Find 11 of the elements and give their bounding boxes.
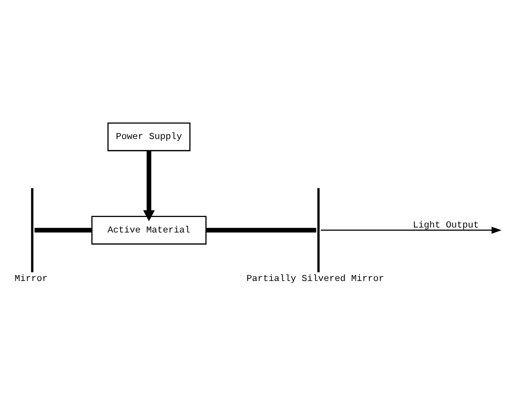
arrow [320, 226, 502, 234]
node-box [317, 188, 320, 272]
node-box: Active Material [91, 216, 207, 245]
arrow [143, 150, 155, 222]
node-box [31, 188, 34, 272]
node-label: Partially Silvered Mirror [246, 273, 384, 284]
node-label: Mirror [14, 273, 48, 284]
node-box: Power Supply [107, 122, 190, 152]
connector [34, 228, 92, 232]
connector [206, 228, 316, 232]
edge-label: Light Output [412, 220, 479, 231]
